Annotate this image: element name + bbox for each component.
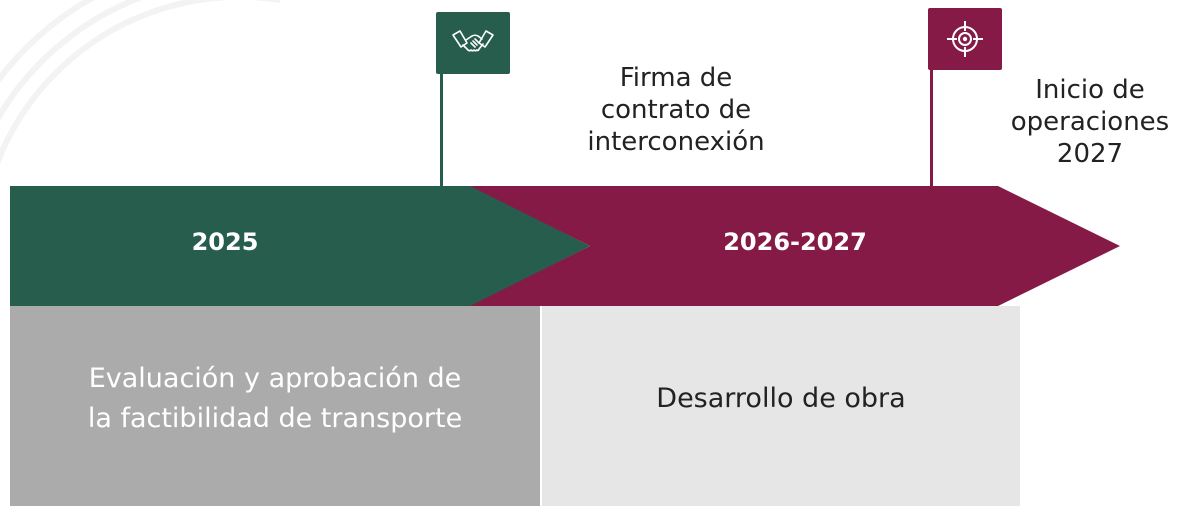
milestone-label-contract: Firma de contrato de interconexión: [587, 63, 765, 157]
milestone-label-operations: Inicio de operaciones 2027: [1010, 75, 1170, 169]
phase-box-construction: Desarrollo de obra: [542, 306, 1020, 506]
target-icon: [947, 21, 983, 57]
phase-box-evaluation: Evaluación y aprobación de la factibilid…: [10, 306, 540, 506]
year-label-2025: 2025: [191, 228, 259, 256]
background-watermark: [0, 0, 280, 165]
handshake-icon: [452, 30, 494, 52]
year-label-2026-2027: 2026-2027: [723, 228, 867, 256]
milestone-flag-operations: [928, 8, 1002, 70]
timeline-segment-2025: [10, 186, 590, 306]
timeline-segment-2026-2027: [468, 186, 1120, 306]
flag-pole-operations: [930, 70, 933, 186]
milestone-flag-contract: [436, 12, 510, 74]
flag-pole-contract: [440, 74, 443, 186]
